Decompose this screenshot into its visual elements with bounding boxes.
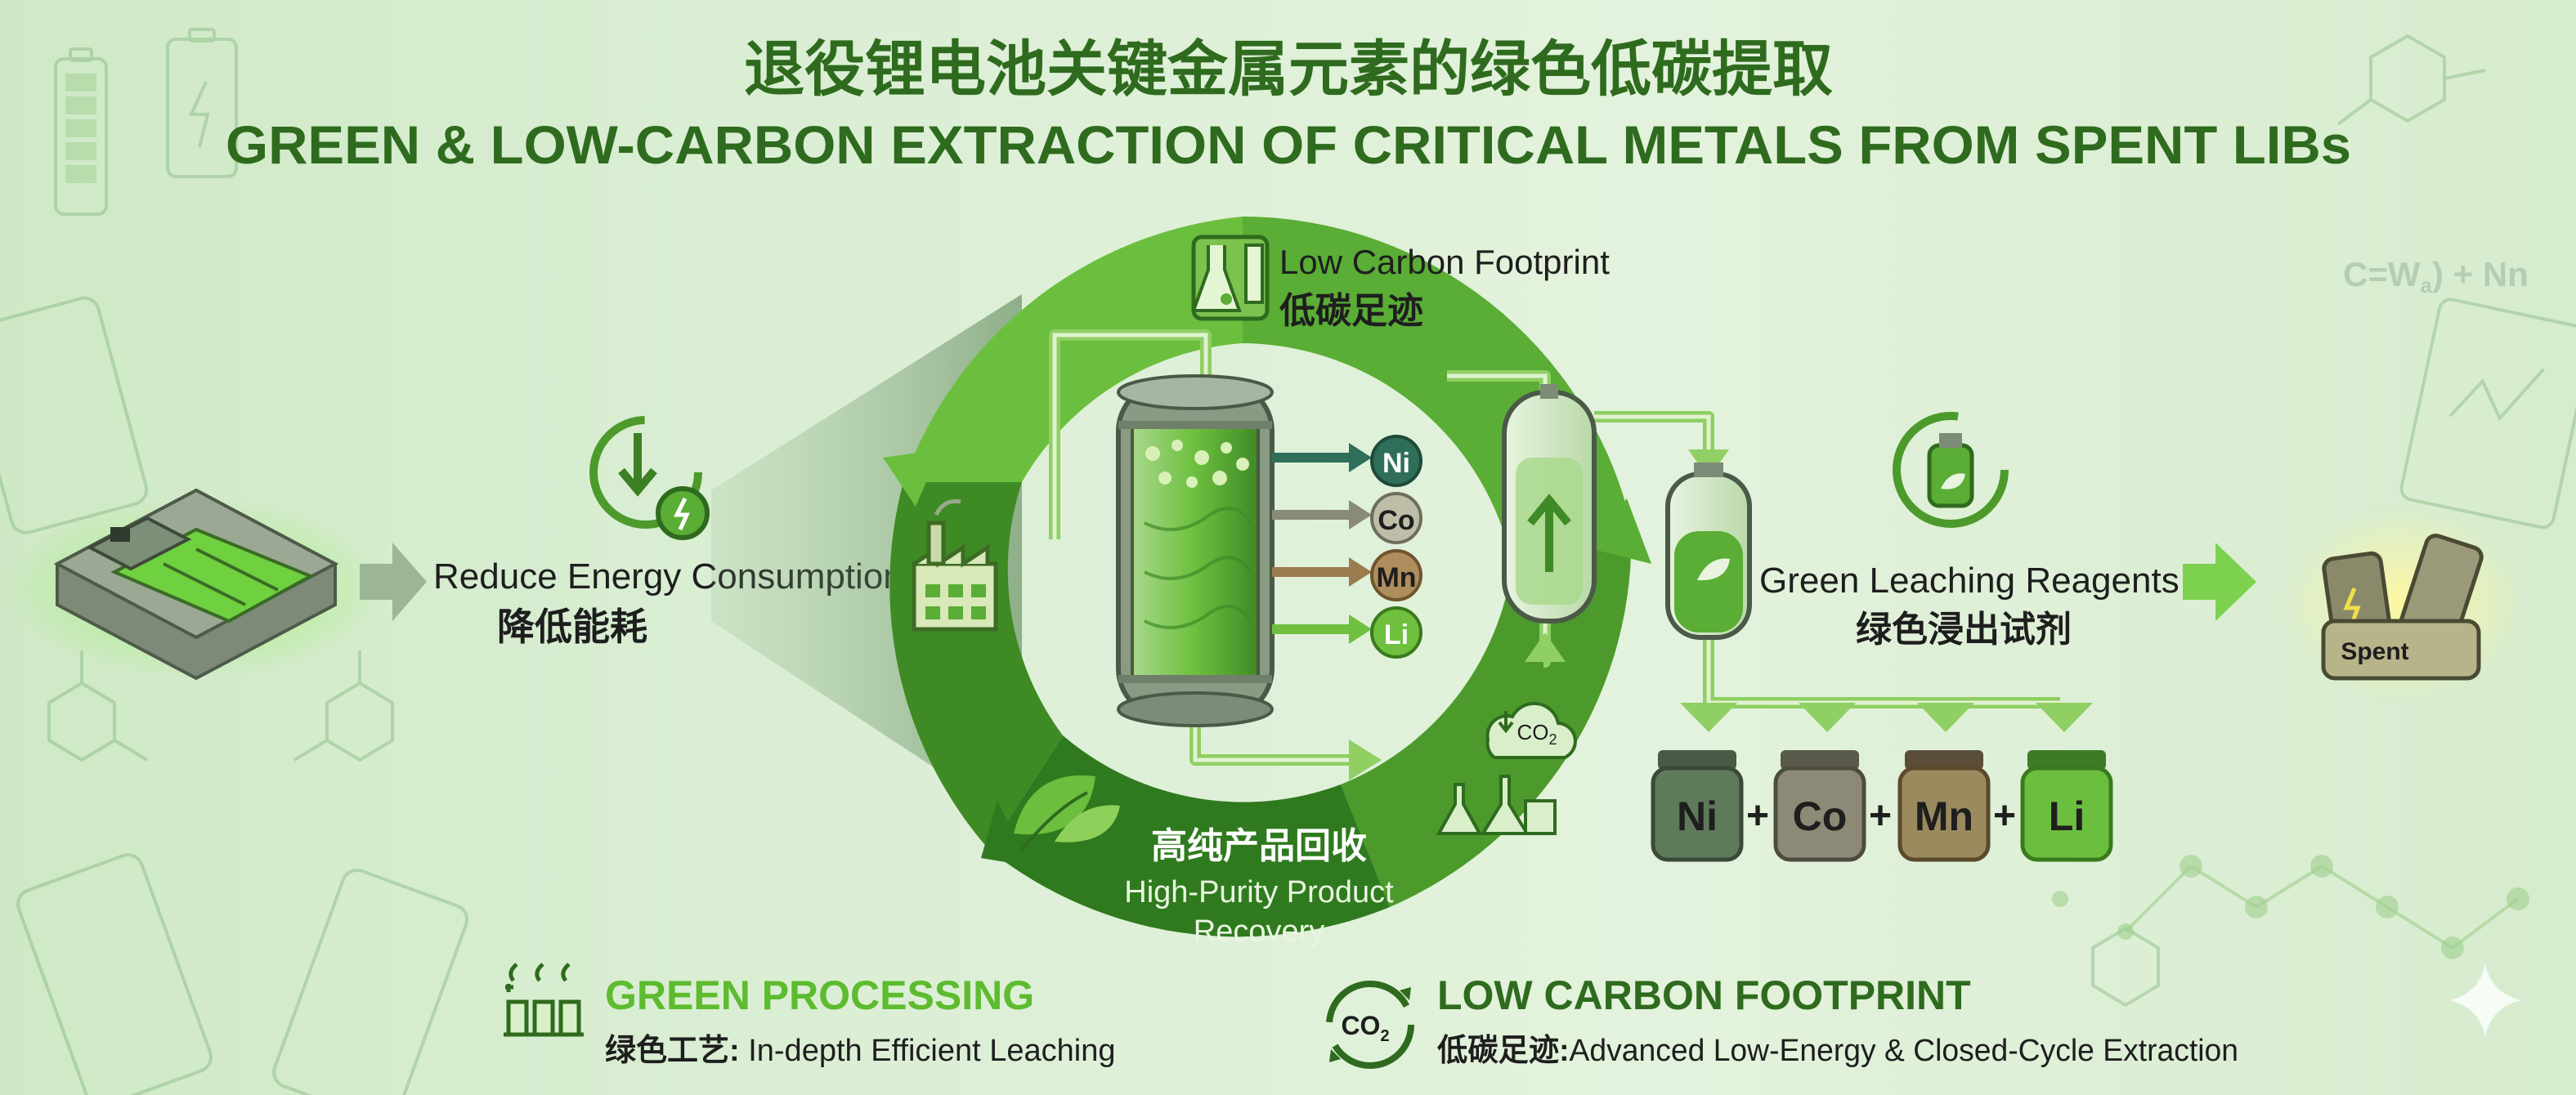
metal-jars: Ni + Co + Mn + Li — [1651, 750, 2113, 862]
pipe-arrow-up — [1525, 632, 1566, 662]
low-carbon-footer-desc: 低碳足迹:Advanced Low-Energy & Closed-Cycle … — [1437, 1034, 2238, 1068]
metal-badge-label-mn: Mn — [1376, 562, 1416, 593]
high-purity-label-line1: High-Purity Product — [1124, 875, 1394, 910]
energy-gear-icon — [589, 416, 710, 540]
leaf-icon — [1697, 558, 1730, 581]
jar-ni: Ni — [1651, 750, 1744, 862]
sparkle-icon — [2449, 964, 2521, 1036]
co2-cycle-icon: CO2 — [1326, 981, 1414, 1069]
low-carbon-label: Low Carbon Footprint — [1279, 243, 1610, 281]
metal-badge-ni — [1370, 435, 1422, 487]
metal-badge-co — [1370, 492, 1422, 544]
jar-label-mn: Mn — [1915, 793, 1973, 839]
reactor-output-arrows — [1272, 443, 1372, 644]
leaching-reactor — [1116, 374, 1275, 727]
background-decor — [0, 28, 2576, 1095]
spent-label: Spent — [2341, 638, 2408, 665]
molecule-icon — [2336, 34, 2486, 126]
flow-arrow-left — [360, 543, 427, 621]
chart-line-icon — [2448, 368, 2545, 422]
battery-outline-icon — [272, 868, 469, 1095]
battery-outline-icon — [54, 47, 108, 216]
distribution-arrows — [1680, 703, 2093, 732]
spent-batteries-icon: Spent — [2281, 507, 2526, 703]
jar-li: Li — [2020, 750, 2113, 862]
molecule-bonds-decor — [2124, 865, 2520, 950]
metal-badge-label-co: Co — [1378, 505, 1414, 536]
svg-text:CO2: CO2 — [1341, 1011, 1389, 1045]
formula-decor: C=Wa) + Nn — [2343, 255, 2529, 297]
metal-badge-label-li: Li — [1384, 619, 1409, 650]
clipboard-icon — [2399, 297, 2576, 530]
plus-sign: + — [1746, 794, 1769, 838]
molecule-icon — [293, 650, 394, 762]
low-carbon-footer-title: LOW CARBON FOOTPRINT — [1437, 972, 1971, 1018]
leaves-icon — [1014, 775, 1120, 851]
metal-badge-li — [1370, 606, 1422, 659]
separation-column — [1502, 384, 1597, 623]
green-leaching-label: Green Leaching Reagents — [1759, 561, 2180, 601]
low-carbon-zh: 低碳足迹 — [1279, 291, 1423, 331]
reactor-output-badges: Ni Co Mn Li — [1370, 435, 1422, 659]
green-processing-desc: 绿色工艺: In-depth Efficient Leaching — [605, 1034, 1116, 1068]
battery-charging-icon — [166, 28, 238, 178]
plus-sign: + — [1869, 794, 1892, 838]
collection-vessel — [1665, 463, 1752, 640]
title-en: GREEN & LOW-CARBON EXTRACTION OF CRITICA… — [226, 114, 2351, 175]
factory-icon — [912, 498, 998, 632]
svg-text:CO2: CO2 — [1516, 720, 1557, 748]
distribution-stems — [1703, 703, 2070, 719]
green-processing-icon — [504, 963, 584, 1037]
high-purity-zh: 高纯产品回收 — [1151, 826, 1367, 866]
battery-outline-icon — [16, 853, 213, 1095]
jar-mn: Mn — [1897, 750, 1991, 862]
green-processing-title: GREEN PROCESSING — [605, 972, 1034, 1018]
battery-module-icon — [8, 488, 384, 681]
flow-arrow-right — [2183, 543, 2256, 621]
plus-sign: + — [1993, 794, 2016, 838]
jar-label-co: Co — [1793, 793, 1848, 839]
pipe-arrow-right — [1349, 740, 1382, 780]
battery-outline-icon — [0, 296, 149, 534]
flask-icon — [1436, 775, 1557, 835]
jar-label-li: Li — [2049, 793, 2085, 839]
reagent-bottle-icon — [1893, 412, 2009, 528]
molecule-icon — [2091, 926, 2160, 1008]
jar-label-ni: Ni — [1677, 793, 1718, 839]
metal-badge-mn — [1370, 549, 1422, 601]
reduce-energy-zh: 降低能耗 — [497, 606, 647, 648]
title-zh: 退役锂电池关键金属元素的绿色低碳提取 — [744, 35, 1833, 103]
co2-cloud-icon: CO2 — [1485, 701, 1577, 759]
high-purity-label-line2: Recovery — [1194, 914, 1325, 949]
flask-icon — [1191, 235, 1270, 321]
green-leaching-zh: 绿色浸出试剂 — [1856, 610, 2072, 650]
jar-co: Co — [1773, 750, 1866, 862]
metal-badge-label-ni: Ni — [1382, 448, 1410, 479]
